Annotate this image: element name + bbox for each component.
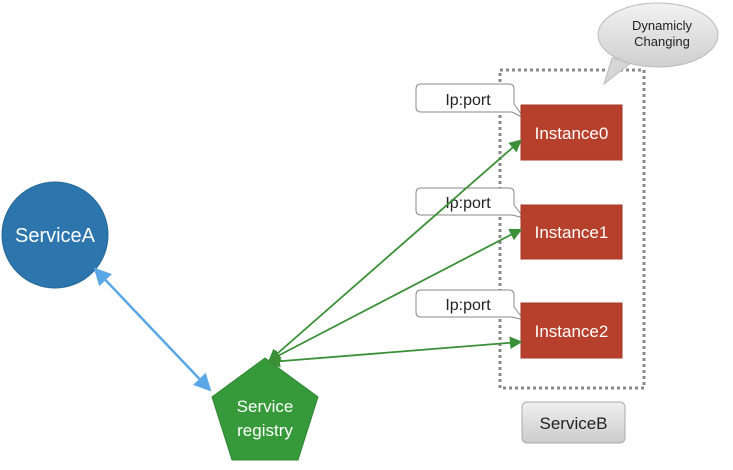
service-b-label-box: ServiceB <box>521 401 626 444</box>
service-registry-node: Service registry <box>211 357 319 461</box>
service-a-registry-arrow <box>93 267 212 392</box>
instance-1-label: Instance1 <box>535 223 609 242</box>
instance-0-node: Instance0 <box>520 104 623 161</box>
ip-port-label: Ip:port <box>445 92 491 109</box>
ip-port-callout-1: Ip:port <box>415 187 526 219</box>
callout-line1: Dynamicly <box>632 18 692 33</box>
ip-port-label: Ip:port <box>445 297 491 314</box>
instance-2-node: Instance2 <box>520 302 623 359</box>
service-a-node: ServiceA <box>1 181 109 289</box>
instance-2-label: Instance2 <box>535 322 609 341</box>
ip-port-label: Ip:port <box>445 195 491 212</box>
registry-label-line1: Service <box>237 397 294 416</box>
ip-port-callout-2: Ip:port <box>415 289 526 321</box>
instance-1-node: Instance1 <box>520 204 623 260</box>
service-b-label: ServiceB <box>539 414 607 433</box>
ip-port-callout-0: Ip:port <box>415 83 525 119</box>
callout-line2: Changing <box>634 34 690 49</box>
instance-0-label: Instance0 <box>535 124 609 143</box>
dynamic-changing-callout: Dynamicly Changing <box>597 2 719 86</box>
registry-instance-2-arrow <box>267 336 523 368</box>
service-a-label: ServiceA <box>15 225 96 247</box>
registry-label-line2: registry <box>237 421 293 440</box>
